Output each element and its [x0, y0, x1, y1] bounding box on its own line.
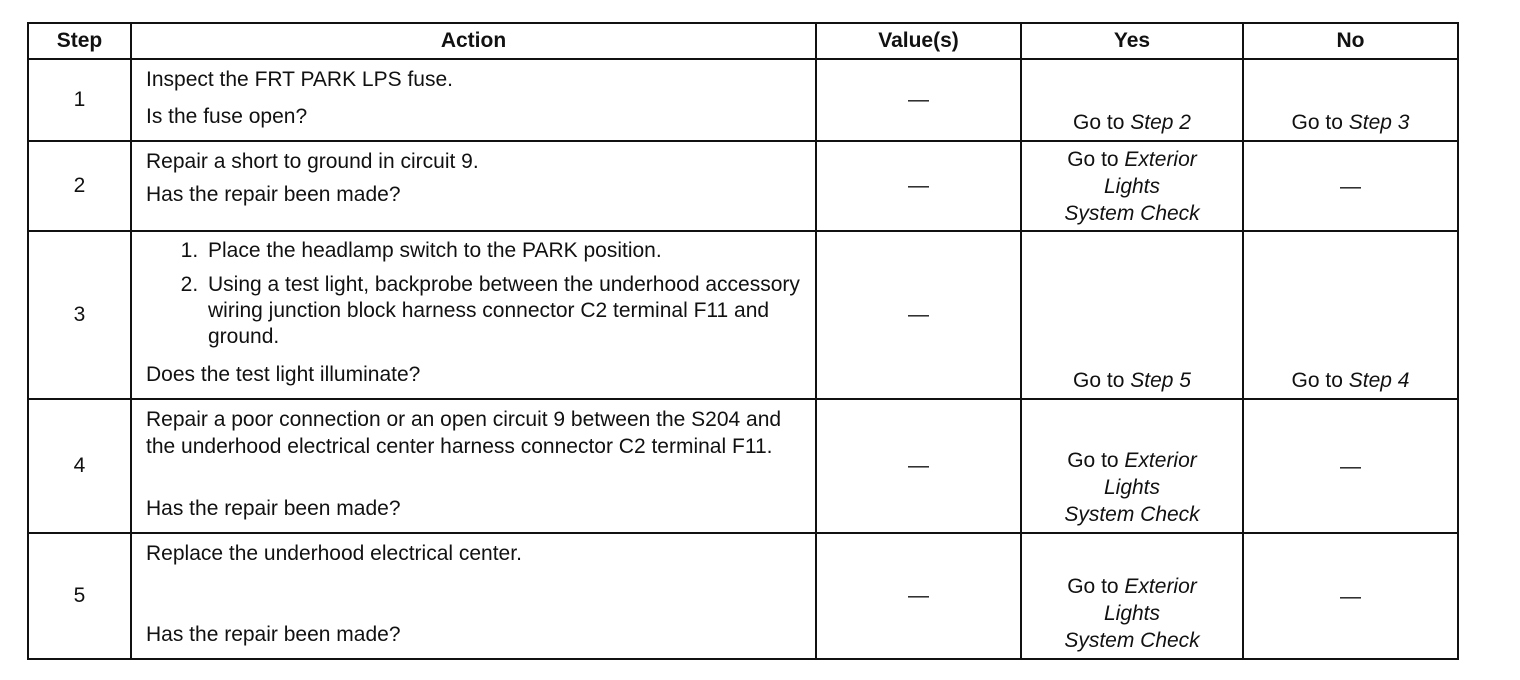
action-text: Inspect the FRT PARK LPS fuse. — [146, 68, 453, 91]
header-yes: Yes — [1020, 22, 1244, 60]
action-step: Using a test light, backprobe between th… — [204, 272, 805, 350]
action-text: Repair a short to ground in circuit 9. — [146, 150, 479, 173]
no-link[interactable]: Step 4 — [1348, 369, 1410, 392]
yes-link[interactable]: Exterior — [1124, 147, 1197, 171]
header-step: Step — [27, 22, 132, 60]
action-cell: Repair a short to ground in circuit 9. H… — [130, 140, 817, 232]
action-text: Replace the underhood electrical center. — [146, 542, 522, 565]
table-row: 4 Repair a poor connection or an open ci… — [27, 398, 1459, 534]
action-question: Has the repair been made? — [146, 623, 401, 646]
action-cell: Repair a poor connection or an open circ… — [130, 398, 817, 534]
diagnostic-table: Step Action Value(s) Yes No 1 Inspect th… — [27, 22, 1459, 660]
step-number: 2 — [27, 140, 132, 232]
step-number: 1 — [27, 58, 132, 142]
step-number: 4 — [27, 398, 132, 534]
action-question: Is the fuse open? — [146, 105, 308, 128]
yes-cell: Go to Exterior Lights System Check — [1020, 532, 1244, 660]
header-row: Step Action Value(s) Yes No — [27, 22, 1459, 60]
header-no: No — [1242, 22, 1459, 60]
action-cell: Place the headlamp switch to the PARK po… — [130, 230, 817, 400]
yes-link[interactable]: Exterior — [1124, 575, 1197, 598]
step-number: 3 — [27, 230, 132, 400]
table-row: 5 Replace the underhood electrical cente… — [27, 532, 1459, 660]
action-step: Place the headlamp switch to the PARK po… — [204, 238, 805, 264]
action-question: Has the repair been made? — [146, 497, 401, 520]
action-question: Has the repair been made? — [146, 183, 401, 206]
yes-link[interactable]: Step 2 — [1130, 111, 1191, 134]
no-cell: — — [1242, 532, 1459, 660]
value-cell: — — [815, 398, 1022, 534]
action-text: Repair a poor connection or an open circ… — [146, 408, 782, 458]
value-cell: — — [815, 140, 1022, 232]
value-cell: — — [815, 58, 1022, 142]
no-cell: — — [1242, 398, 1459, 534]
action-cell: Replace the underhood electrical center.… — [130, 532, 817, 660]
yes-cell: Go to Exterior Lights System Check — [1020, 398, 1244, 534]
table-row: 3 Place the headlamp switch to the PARK … — [27, 230, 1459, 400]
step-number: 5 — [27, 532, 132, 660]
action-cell: Inspect the FRT PARK LPS fuse. Is the fu… — [130, 58, 817, 142]
yes-cell: Go to Step 5 — [1020, 230, 1244, 400]
no-cell: — — [1242, 140, 1459, 232]
header-action: Action — [130, 22, 817, 60]
value-cell: — — [815, 230, 1022, 400]
value-cell: — — [815, 532, 1022, 660]
yes-link[interactable]: Step 5 — [1130, 369, 1191, 392]
yes-link[interactable]: Exterior — [1124, 449, 1197, 472]
yes-cell: Go to Exterior Lights System Check — [1020, 140, 1244, 232]
no-link[interactable]: Step 3 — [1348, 111, 1410, 134]
no-cell: Go to Step 3 — [1242, 58, 1459, 142]
no-cell: Go to Step 4 — [1242, 230, 1459, 400]
yes-cell: Go to Step 2 — [1020, 58, 1244, 142]
table-row: 2 Repair a short to ground in circuit 9.… — [27, 140, 1459, 232]
action-steps: Place the headlamp switch to the PARK po… — [146, 238, 805, 358]
action-question: Does the test light illuminate? — [146, 363, 421, 386]
header-values: Value(s) — [815, 22, 1022, 60]
table-row: 1 Inspect the FRT PARK LPS fuse. Is the … — [27, 58, 1459, 142]
